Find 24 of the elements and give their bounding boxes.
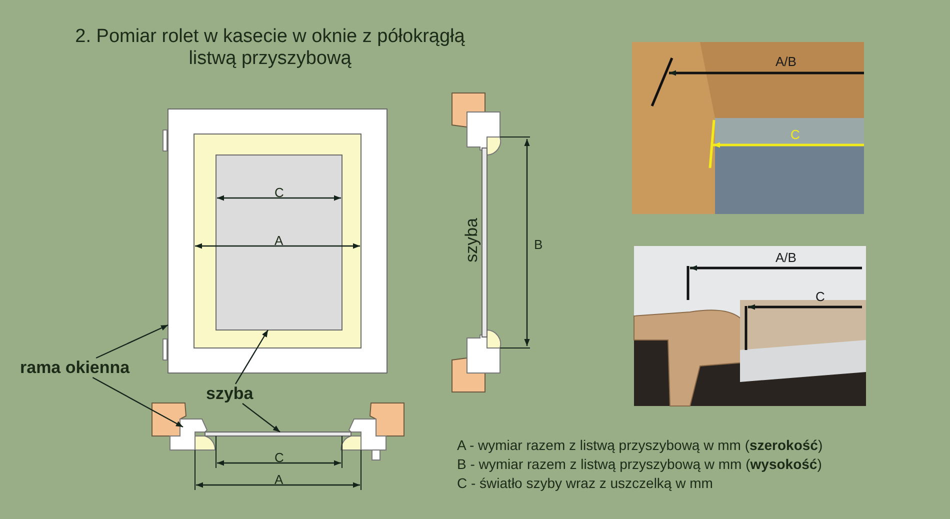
- dimension-label: A: [274, 234, 284, 249]
- dimension-label: A/B: [776, 251, 796, 266]
- dimension-label: C: [790, 128, 800, 143]
- title: 2. Pomiar rolet w kasecie w oknie z półokrągłą listwą przyszybową: [74, 26, 466, 70]
- leader-line: [234, 330, 269, 384]
- leader-line: [92, 376, 184, 428]
- part-label: szyba: [462, 218, 482, 262]
- dimension-label: B: [534, 238, 543, 253]
- window-frame: [168, 108, 388, 374]
- dimension-label: A/B: [776, 55, 796, 70]
- leader-line: [96, 324, 168, 359]
- frame-profile: [170, 418, 208, 450]
- leader-line: [242, 403, 280, 432]
- part-label: szyba: [206, 384, 254, 404]
- glass-pane: [204, 432, 352, 436]
- dimension-label: A: [274, 473, 284, 488]
- legend-text: A - wymiar razem z listwą przyszybową w mm (szerokość): [457, 437, 823, 454]
- dimension-label: C: [274, 186, 284, 201]
- dimension-label: C: [816, 290, 825, 305]
- glass-pane: [216, 154, 342, 330]
- dimension-label: C: [274, 451, 284, 466]
- legend-text: B - wymiar razem z listwą przyszybową w mm (wysokość): [457, 456, 822, 472]
- part-label: rama okienna: [20, 358, 130, 378]
- legend-text: C - światło szyby wraz z uszczelką w mm: [457, 475, 713, 492]
